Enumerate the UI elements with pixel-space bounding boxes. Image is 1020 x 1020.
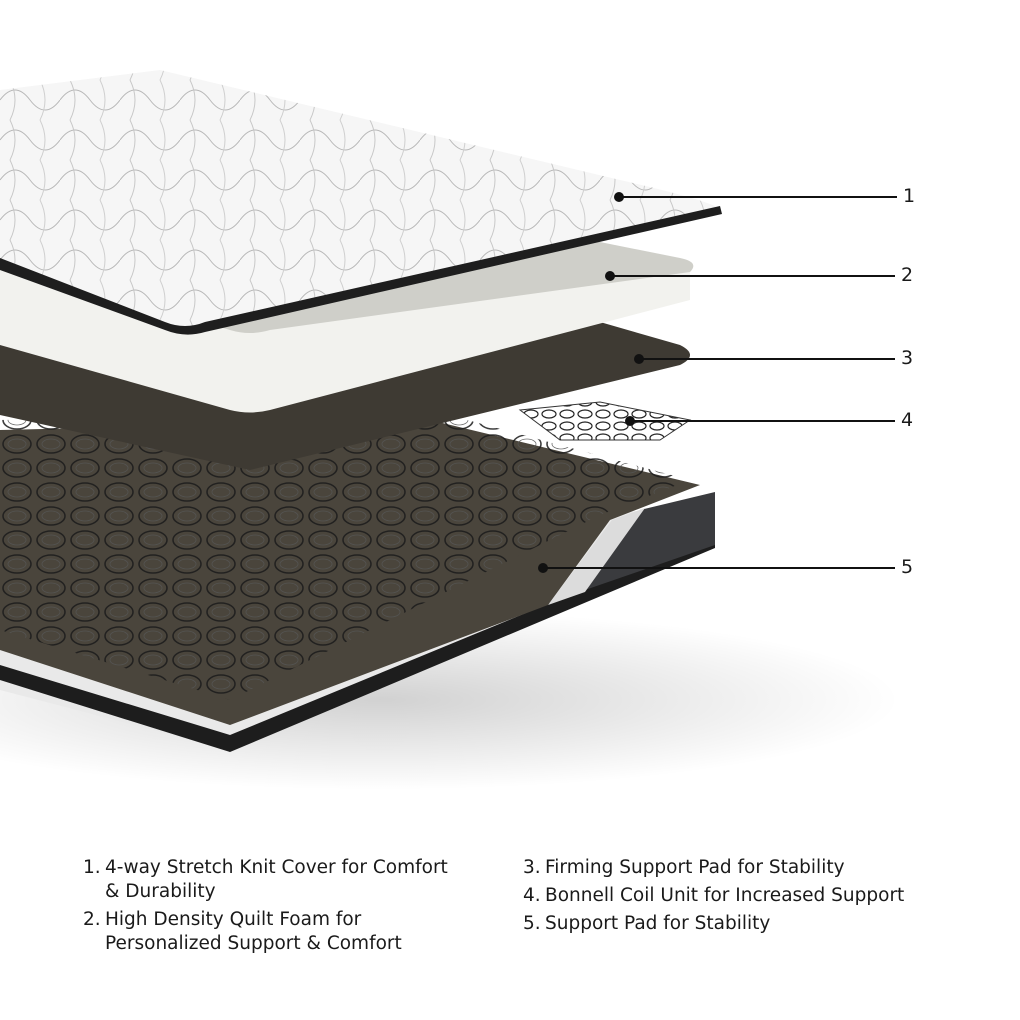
layer-1-cover (0, 70, 722, 335)
legend-right-column: 3. Firming Support Pad for Stability 4. … (523, 856, 904, 940)
legend-text: 4-way Stretch Knit Cover for Comfort & D… (105, 857, 448, 902)
legend-item-2: 2. High Density Quilt Foam for Personali… (83, 908, 448, 956)
legend-number: 1. (83, 857, 101, 878)
legend-number: 3. (523, 857, 541, 878)
legend-number: 5. (523, 913, 541, 934)
legend-item-5: 5. Support Pad for Stability (523, 912, 904, 936)
legend-text: Firming Support Pad for Stability (545, 857, 845, 878)
legend-text: Bonnell Coil Unit for Increased Support (545, 885, 905, 906)
callout-number-5: 5 (901, 556, 914, 578)
callout-number-1: 1 (903, 185, 916, 207)
layer-4-coil-unit (0, 410, 690, 700)
callout-number-3: 3 (901, 347, 914, 369)
mattress-layer-illustration (0, 70, 900, 790)
legend-item-4: 4. Bonnell Coil Unit for Increased Suppo… (523, 884, 904, 908)
layer-base (0, 410, 715, 752)
legend-item-1: 1. 4-way Stretch Knit Cover for Comfort … (83, 856, 448, 904)
callout-number-2: 2 (901, 264, 914, 286)
layer-4-coil-fragment (518, 401, 692, 441)
legend-item-3: 3. Firming Support Pad for Stability (523, 856, 904, 880)
legend-number: 4. (523, 885, 541, 906)
legend-text: Support Pad for Stability (545, 913, 771, 934)
legend-number: 2. (83, 909, 101, 930)
callout-leaders (538, 192, 897, 573)
callout-number-4: 4 (901, 409, 914, 431)
legend-text: High Density Quilt Foam for Personalized… (105, 909, 402, 954)
legend-left-column: 1. 4-way Stretch Knit Cover for Comfort … (83, 856, 448, 960)
